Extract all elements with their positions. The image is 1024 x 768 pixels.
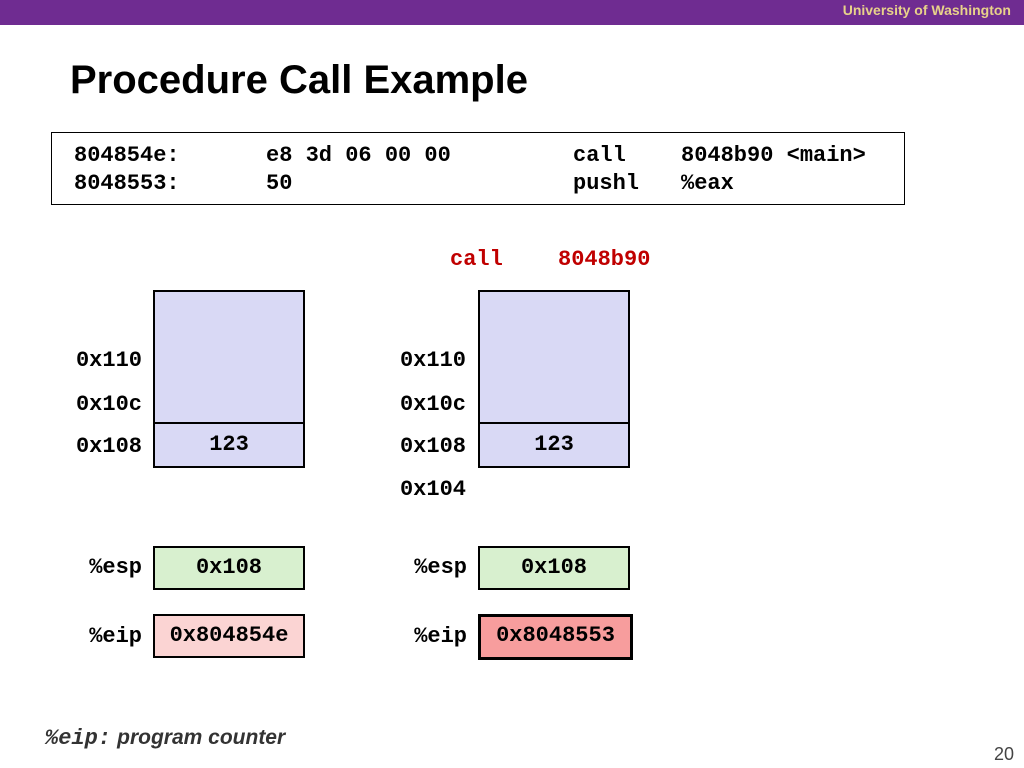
stack-diagram-after: 123: [478, 290, 630, 468]
code-operand: %eax: [681, 171, 734, 196]
stack-address: 0x108: [75, 434, 142, 459]
eip-label: %eip: [414, 624, 467, 649]
code-mnemonic: pushl: [573, 171, 640, 196]
footnote: %eip: program counter: [45, 724, 285, 751]
code-bytes: 50: [266, 171, 293, 196]
step-target: 8048b90: [558, 247, 651, 272]
esp-register-value: 0x108: [153, 546, 305, 590]
institution-name: University of Washington: [842, 2, 1011, 18]
code-line: 804854e: e8 3d 06 00 00 call 8048b90 <ma…: [52, 143, 866, 173]
slide-title: Procedure Call Example: [70, 58, 528, 102]
stack-address: 0x10c: [75, 392, 142, 417]
code-address: 804854e:: [74, 143, 180, 168]
footnote-text: program counter: [117, 726, 286, 749]
eip-register-value-updated: 0x8048553: [478, 614, 633, 660]
stack-address: 0x108: [399, 434, 466, 459]
footnote-keyword: %eip:: [45, 726, 112, 751]
code-address: 8048553:: [74, 171, 180, 196]
stack-cell-value: 123: [155, 422, 303, 466]
stack-diagram-before: 123: [153, 290, 305, 468]
code-line: 8048553: 50 pushl %eax: [52, 171, 734, 201]
step-instruction: call: [450, 247, 503, 272]
stack-address: 0x10c: [399, 392, 466, 417]
code-operand: 8048b90 <main>: [681, 143, 866, 168]
eip-register-value: 0x804854e: [153, 614, 305, 658]
stack-cell-value: 123: [480, 422, 628, 466]
stack-address: 0x110: [399, 348, 466, 373]
code-bytes: e8 3d 06 00 00: [266, 143, 451, 168]
stack-address: 0x110: [75, 348, 142, 373]
esp-register-value: 0x108: [478, 546, 630, 590]
esp-label: %esp: [89, 555, 142, 580]
esp-label: %esp: [414, 555, 467, 580]
eip-label: %eip: [89, 624, 142, 649]
header-bar: University of Washington: [0, 0, 1024, 25]
code-mnemonic: call: [573, 143, 626, 168]
stack-address: 0x104: [399, 477, 466, 502]
code-listing: 804854e: e8 3d 06 00 00 call 8048b90 <ma…: [51, 132, 905, 205]
page-number: 20: [993, 744, 1014, 764]
